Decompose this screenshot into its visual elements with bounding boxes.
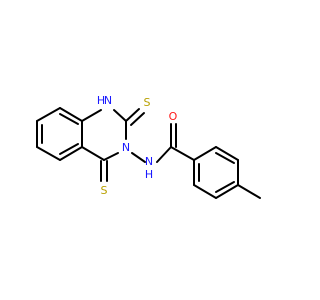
bond-c6-c5-inner xyxy=(59,143,79,155)
bond-carbonyl-ring xyxy=(170,146,195,161)
bond-nh-carbonyl xyxy=(156,146,172,163)
bond-ring-c2-c3 xyxy=(215,146,239,161)
bond-ring-c1-c2 xyxy=(193,146,217,161)
atom-s2-label: S xyxy=(144,96,151,109)
bond-n3-c4 xyxy=(103,152,119,161)
bond-c4-c4a xyxy=(81,146,105,161)
atom-h-amide-label: H xyxy=(145,168,153,181)
atom-h1-label: H xyxy=(97,94,105,107)
bond-ring-c2-c3-inner xyxy=(215,152,235,164)
atom-o-label: O xyxy=(169,110,178,123)
atom-n3-label: N xyxy=(122,141,130,154)
bond-ring-c5-c6 xyxy=(193,184,217,199)
bonds xyxy=(36,107,261,199)
bond-n1-c2 xyxy=(113,109,127,122)
bond-c8a-c8 xyxy=(36,107,61,122)
bond-c2-s2-double xyxy=(130,112,145,126)
bond-n3-nh xyxy=(131,152,146,163)
atom-s4-label: S xyxy=(101,184,108,197)
bond-c6-c5 xyxy=(59,146,83,161)
bond-c2-s2 xyxy=(125,108,140,122)
bond-ring-c4-c5-inner xyxy=(215,181,235,193)
atom-n1-label: N xyxy=(104,94,112,107)
bond-c4a-c8a xyxy=(59,107,83,122)
bond-c4a-c8a-inner xyxy=(59,113,79,125)
bond-methyl xyxy=(237,184,261,199)
bond-ring-c4-c5 xyxy=(215,184,239,199)
molecule-structure-diagram: H N S N S N H O xyxy=(36,94,261,199)
atom-nh-label: N xyxy=(145,155,153,168)
bond-c7-c6 xyxy=(36,146,61,161)
bond-c8a-n1 xyxy=(81,109,102,122)
atom-labels: H N S N S N H O xyxy=(97,94,178,197)
